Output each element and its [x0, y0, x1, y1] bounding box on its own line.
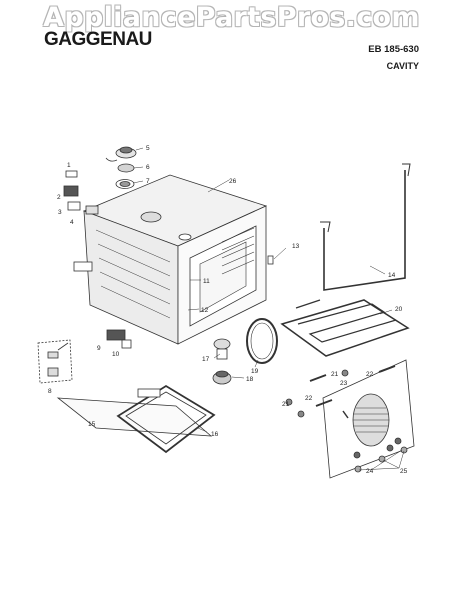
small-parts-left	[63, 170, 99, 215]
callout-12: 12	[201, 307, 209, 314]
callout-9: 9	[97, 345, 101, 352]
back-panel	[322, 359, 415, 479]
model-number: EB 185-630	[368, 44, 419, 55]
brand-logo: GAGGENAU	[44, 29, 152, 50]
callout-17: 17	[202, 356, 210, 363]
callout-13: 13	[292, 243, 300, 250]
callout-6: 6	[146, 164, 150, 171]
upper-heating-element	[280, 299, 410, 357]
lower-heating-element	[116, 384, 216, 454]
callout-11: 11	[203, 278, 210, 285]
watermark: AppliancePartsPros.com	[43, 2, 420, 33]
callout-3: 3	[58, 209, 62, 216]
callout-25: 25	[400, 468, 408, 475]
callout-1: 1	[67, 162, 71, 169]
bottom-plate	[56, 397, 213, 437]
wire-element	[323, 170, 406, 291]
callout-15: 15	[88, 421, 96, 428]
callout-20: 20	[395, 306, 403, 313]
section-title: CAVITY	[386, 61, 419, 71]
callout-8: 8	[48, 388, 52, 395]
screws-and-clips	[267, 255, 408, 473]
callout-19: 19	[251, 368, 259, 375]
callout-5: 5	[146, 145, 150, 152]
callout-22b: 22	[305, 395, 313, 402]
callout-10: 10	[112, 351, 120, 358]
lamp-parts	[105, 146, 137, 189]
callout-21a: 21	[331, 371, 339, 378]
control-parts	[37, 329, 132, 384]
callout-4: 4	[70, 219, 74, 226]
ring-element	[246, 318, 278, 364]
callout-23: 23	[340, 380, 348, 387]
fan-parts	[212, 338, 232, 385]
callout-14: 14	[388, 272, 396, 279]
callout-26: 26	[229, 178, 237, 185]
oven-cavity	[73, 174, 268, 345]
callout-labels: 1 2 3 4 5 6 7 8 9 10 11 12 13 14 15 16 1…	[48, 145, 408, 475]
callout-22a: 22	[366, 371, 374, 378]
callout-24: 24	[366, 468, 374, 475]
callout-18: 18	[246, 376, 254, 383]
leader-lines	[132, 147, 405, 471]
callout-21b: 21	[282, 401, 290, 408]
callout-16: 16	[211, 431, 219, 438]
callout-2: 2	[57, 194, 61, 201]
callout-7: 7	[146, 178, 150, 185]
